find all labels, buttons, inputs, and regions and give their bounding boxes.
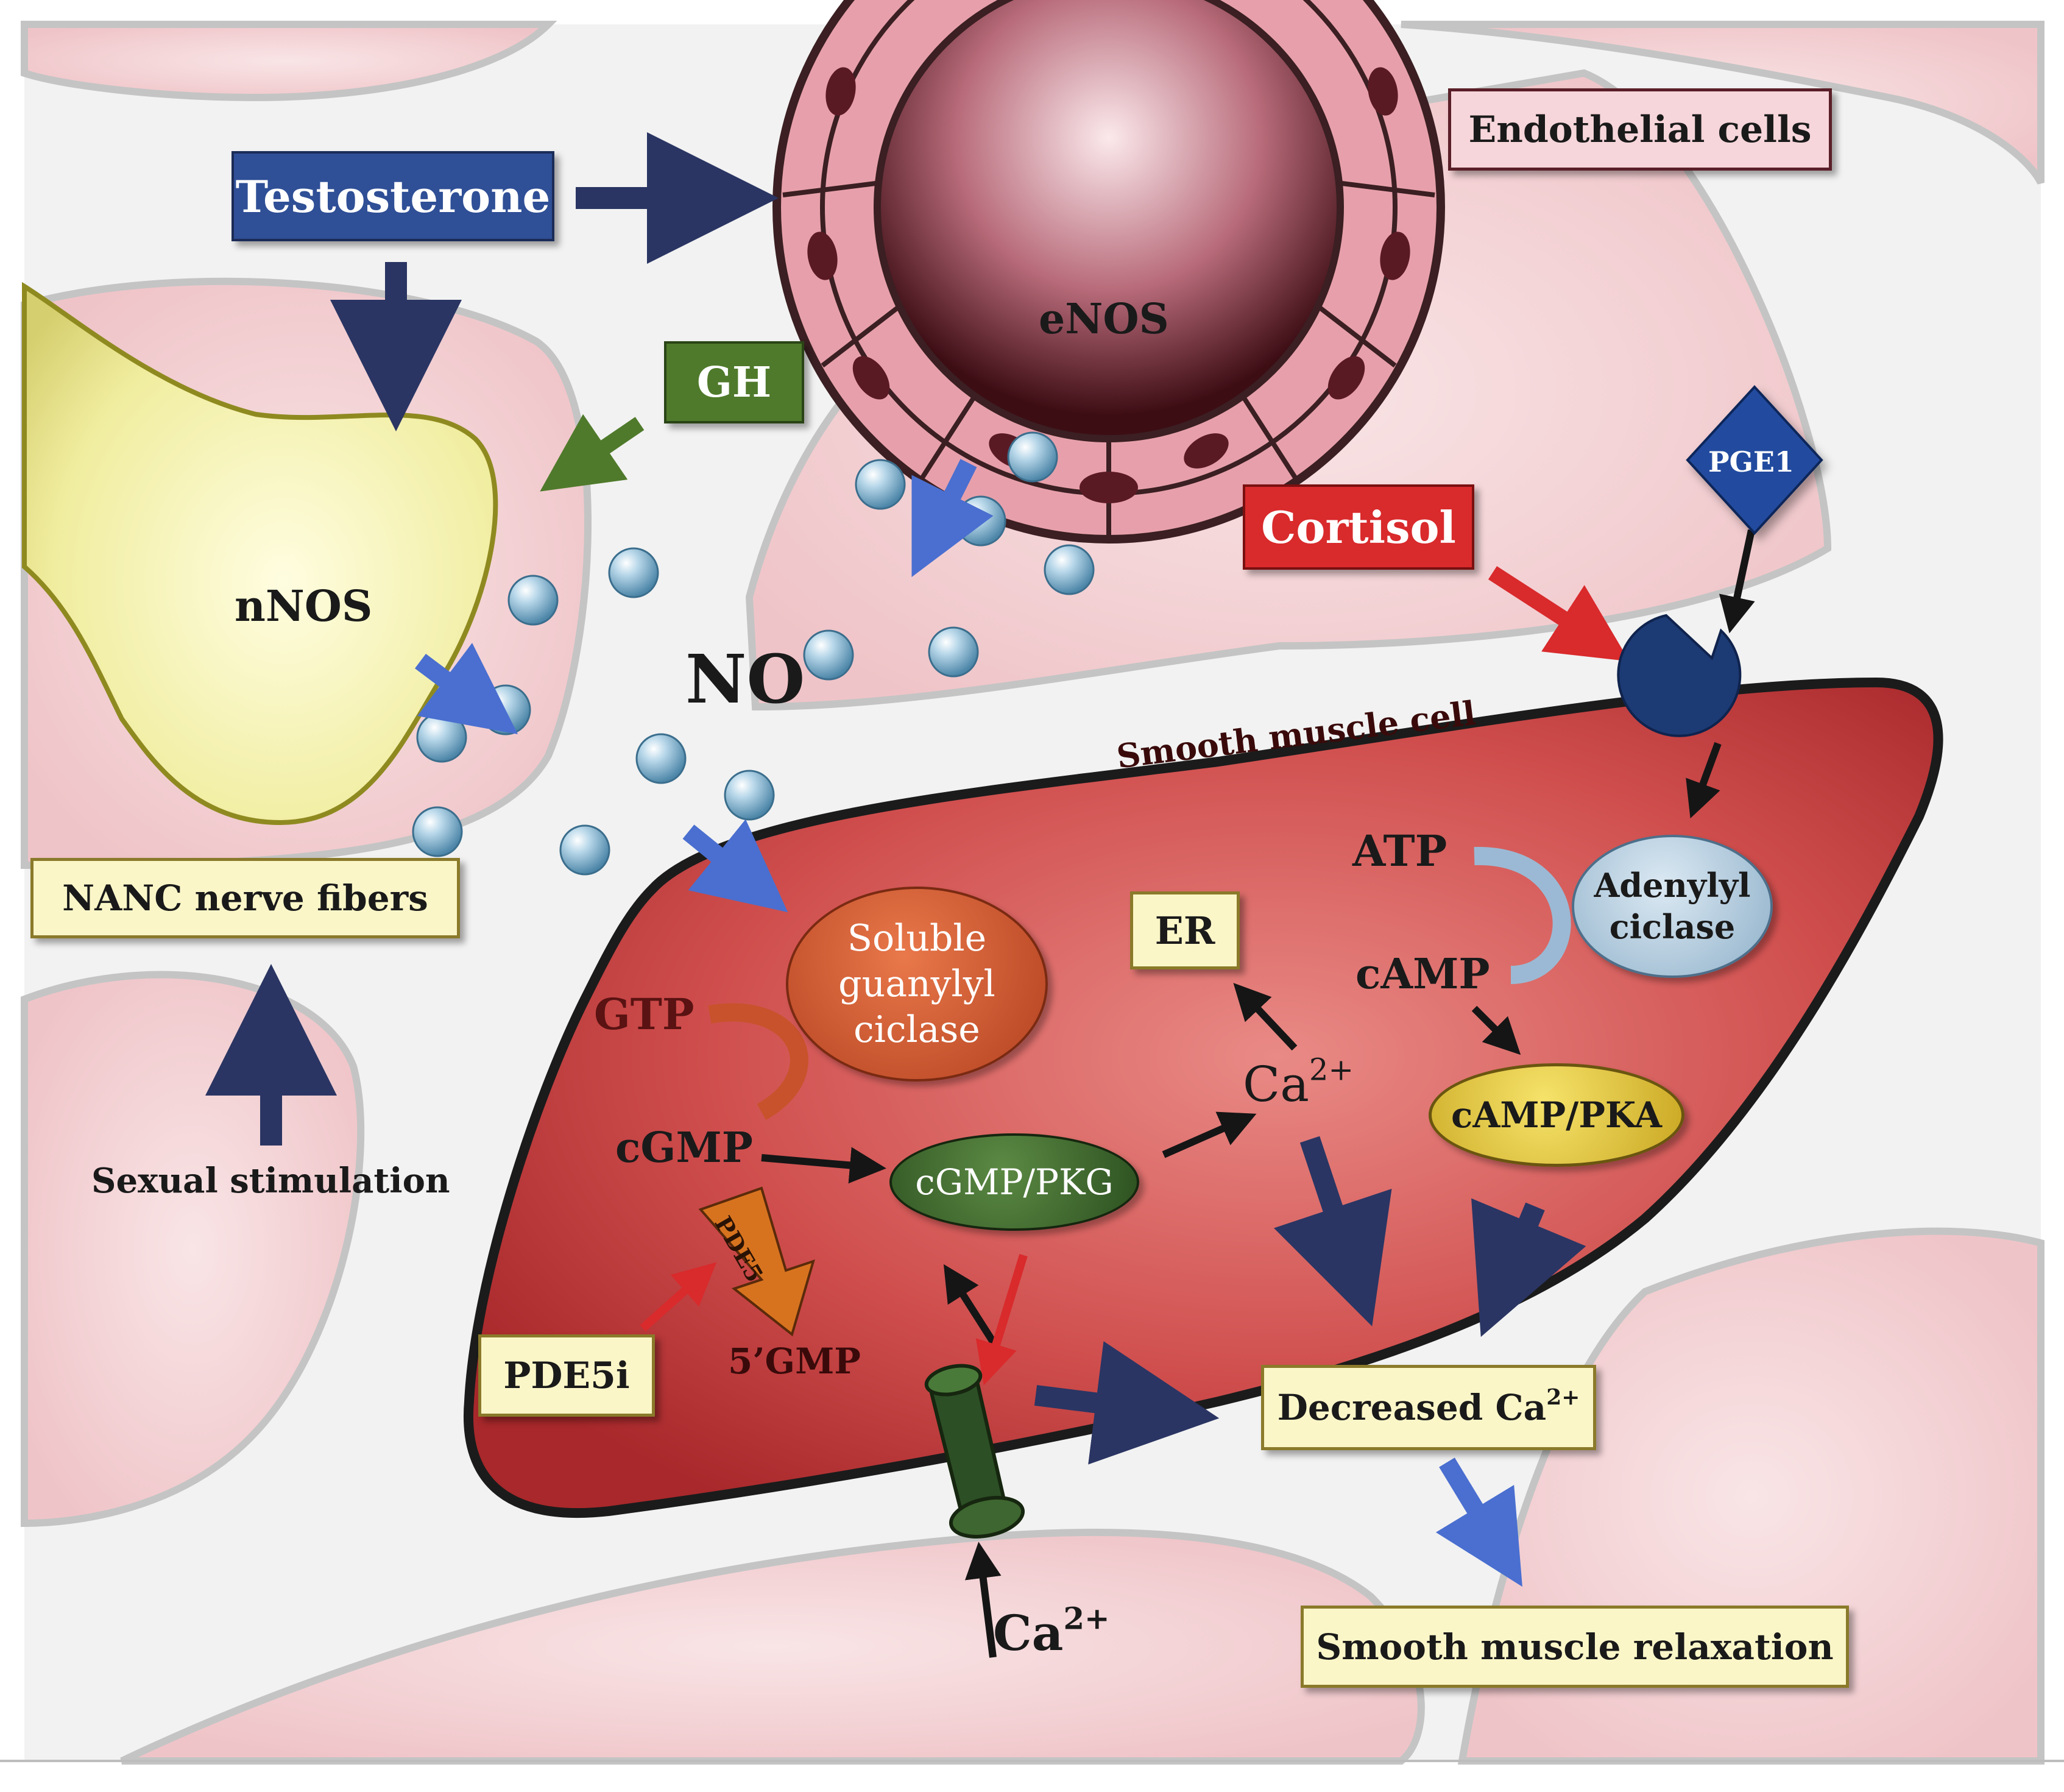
decreased-calcium-base: Decreased Ca (1277, 1387, 1547, 1428)
gh-arrow (540, 414, 645, 492)
nanc-nerve-fibers-label: NANC nerve fibers (62, 877, 428, 919)
nnos-label: nNOS (235, 581, 373, 631)
pge1-label: PGE1 (1708, 445, 1794, 478)
pde5-arrow-icon (698, 1186, 815, 1337)
testosterone-box: Testosterone (231, 151, 554, 241)
smooth-muscle-relaxation-box: Smooth muscle relaxation (1301, 1606, 1849, 1688)
cgmp-pkg-label: cGMP/PKG (915, 1161, 1114, 1203)
gh-label: GH (696, 358, 772, 407)
gtp-conversion-arrow (708, 1003, 808, 1121)
inhibition-arrows (640, 1253, 1028, 1386)
soluble-gc-line2: guanylyl (838, 962, 995, 1005)
testosterone-label: Testosterone (235, 170, 551, 222)
enos-label: eNOS (1039, 295, 1169, 344)
extracellular-calcium-charge: 2+ (1063, 1600, 1110, 1637)
soluble-gc-line3: ciclase (854, 1008, 980, 1051)
er-label: ER (1154, 908, 1215, 953)
smooth-muscle-cell (464, 677, 1943, 1518)
testosterone-arrows (330, 132, 779, 431)
cortisol-label: Cortisol (1261, 501, 1456, 553)
soluble-gc-line1: Soluble (847, 916, 987, 960)
decreased-calcium-box: Decreased Ca2+ (1261, 1365, 1596, 1450)
decreased-calcium-arrows (1034, 1136, 1586, 1465)
adenylyl-ciclase-oval: Adenylyl ciclase (1572, 835, 1773, 978)
er-box: ER (1130, 891, 1240, 969)
blood-vessel-icon (772, 0, 1445, 544)
smooth-muscle-relaxation-label: Smooth muscle relaxation (1316, 1626, 1834, 1668)
cgmp-label: cGMP (615, 1124, 753, 1172)
signal-arrows (761, 529, 1755, 1658)
sexual-stimulation-label: Sexual stimulation (91, 1161, 450, 1201)
calcium-channel-icon (924, 1364, 1025, 1539)
atp-conversion-arrow (1474, 846, 1571, 984)
pge1-shape (1686, 385, 1823, 535)
camp-pka-label: cAMP/PKA (1451, 1094, 1662, 1136)
camp-label: cAMP (1355, 950, 1490, 999)
pde5i-label: PDE5i (503, 1354, 630, 1397)
extracellular-calcium-base: Ca (993, 1604, 1064, 1662)
pde5i-box: PDE5i (478, 1334, 655, 1417)
decreased-calcium-charge: 2+ (1546, 1384, 1580, 1410)
five-gmp-label: 5’GMP (728, 1340, 861, 1382)
cortisol-arrow (1488, 566, 1630, 662)
endothelial-cells-box: Endothelial cells (1448, 88, 1832, 171)
adenylyl-line2: ciclase (1609, 907, 1736, 946)
endothelial-cells-label: Endothelial cells (1468, 108, 1812, 151)
receptor-icon (1617, 614, 1742, 737)
atp-label: ATP (1352, 826, 1447, 876)
adenylyl-line1: Adenylyl (1594, 866, 1751, 905)
calcium-base: Ca (1243, 1056, 1309, 1113)
soluble-guanylyl-ciclase: Soluble guanylyl ciclase (786, 887, 1048, 1082)
nanc-nerve-fibers-box: NANC nerve fibers (30, 858, 460, 938)
calcium-label-cytosol: Ca2+ (1243, 1054, 1354, 1109)
no-label: NO (685, 640, 805, 718)
calcium-label-extracellular: Ca2+ (993, 1603, 1110, 1657)
decreased-calcium-label: Decreased Ca2+ (1277, 1384, 1580, 1428)
gh-box: GH (664, 341, 804, 423)
calcium-charge: 2+ (1309, 1052, 1354, 1088)
no-flow-arrows (415, 459, 1522, 1587)
camp-pka-oval: cAMP/PKA (1429, 1063, 1684, 1167)
cortisol-box: Cortisol (1243, 484, 1474, 570)
gtp-label: GTP (594, 989, 694, 1039)
cgmp-pkg-oval: cGMP/PKG (889, 1133, 1139, 1231)
